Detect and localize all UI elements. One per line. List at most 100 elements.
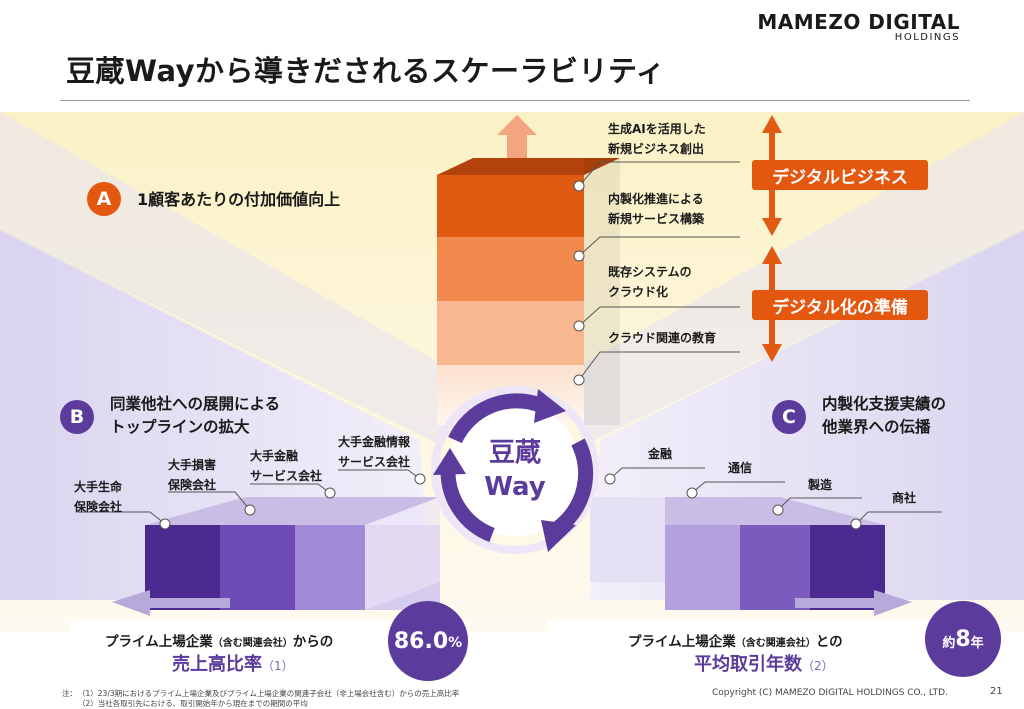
- b-item-2-line1: 大手損害: [168, 458, 217, 472]
- column-top: [437, 158, 620, 175]
- connector-dot-c2: [686, 487, 698, 499]
- a-item-3-line2: クラウド化: [608, 285, 669, 299]
- connector-dot-a4: [573, 374, 585, 386]
- b-item-1-line1: 大手生命: [74, 480, 123, 494]
- a-item-1: 生成AIを活用した 新規ビジネス創出: [608, 119, 706, 159]
- c-item-3: 製造: [808, 478, 833, 492]
- c-item-2: 通信: [728, 461, 753, 475]
- footnote-2: （2）当社各取引先における、取引開始年から現在までの期間の平均: [78, 699, 308, 708]
- column-layer-1: [437, 175, 584, 237]
- connector-dot-c3: [772, 504, 784, 516]
- company-logo: MAMEZO DIGITAL HOLDINGS: [757, 10, 960, 43]
- cycle-arc-2: [553, 438, 594, 535]
- section-c-label-line2: 他業界への伝播: [822, 418, 931, 436]
- cycle-arrowhead-1: [534, 389, 566, 423]
- left-bar-seg-2: [220, 525, 295, 610]
- section-b-label-line2: トップラインの拡大: [110, 418, 250, 436]
- a-item-2-line1: 内製化推進による: [608, 192, 704, 206]
- connector-dot-a1: [573, 180, 585, 192]
- b-item-2: 大手損害 保険会社: [168, 455, 216, 495]
- way-circle-ring: [431, 386, 599, 554]
- kpi-right-unit: 年: [970, 635, 984, 651]
- way-label: 豆蔵 Way: [470, 436, 560, 504]
- cycle-arrows: [440, 393, 594, 543]
- a-item-2: 内製化推進による 新規サービス構築: [608, 189, 704, 229]
- kpi-left-note: （1）: [262, 659, 294, 673]
- kpi-left-emph-text: 売上高比率: [172, 654, 262, 675]
- kpi-left-unit: %: [448, 635, 463, 651]
- column-layer-2: [437, 237, 584, 301]
- c-item-4: 商社: [892, 491, 917, 505]
- footnote-1: （1）23/3期におけるプライム上場企業及びプライム上場企業の関連子会社（非上場…: [78, 689, 460, 698]
- b-item-4: 大手金融情報 サービス会社: [338, 432, 410, 472]
- right-bar-seg-4: [810, 525, 885, 610]
- background-lavender-right-top: [555, 112, 1024, 445]
- kpi-right-text-a: プライム上場企業: [628, 634, 736, 650]
- way-circle-bg: [449, 404, 581, 536]
- connector-dot-b2: [244, 504, 256, 516]
- right-arrow-shape: [795, 590, 912, 616]
- kpi-right-emph: 平均取引年数（2）: [694, 650, 834, 676]
- connector-dot-b3: [324, 487, 336, 499]
- b-item-3-line1: 大手金融: [250, 449, 299, 463]
- connector-line-b2: [168, 491, 251, 511]
- connector-dot-a3: [573, 320, 585, 332]
- connector-dot-b1: [159, 518, 171, 530]
- tag-digital-business: デジタルビジネス: [752, 160, 928, 190]
- section-c-label: 内製化支援実績の 他業界への伝播: [822, 393, 946, 439]
- left-bar-seg-1: [145, 525, 220, 610]
- connector-line-b1: [78, 511, 166, 525]
- section-b-label: 同業他社への展開による トップラインの拡大: [110, 393, 280, 439]
- section-c-label-line1: 内製化支援実績の: [822, 395, 947, 413]
- a-item-3: 既存システムの クラウド化: [608, 262, 692, 302]
- kpi-right-prefix: 約: [942, 635, 956, 651]
- page-title: 豆蔵Wayから導きだされるスケーラビリティ: [66, 54, 666, 88]
- connector-line-a3: [578, 306, 740, 327]
- kpi-right-text-b: との: [815, 634, 843, 650]
- kpi-left-circle: 86.0%: [388, 601, 468, 681]
- connector-dot-c4: [850, 518, 862, 530]
- connector-dot-a2: [573, 250, 585, 262]
- kpi-left-text-paren: （含む関連会社）: [212, 638, 293, 649]
- kpi-right-emph-text: 平均取引年数: [694, 654, 802, 675]
- a-item-4: クラウド関連の教育: [608, 331, 717, 345]
- column-layer-3: [437, 301, 584, 365]
- b-item-3-line2: サービス会社: [250, 469, 323, 483]
- kpi-left-text: プライム上場企業（含む関連会社）からの: [105, 630, 333, 650]
- kpi-left-text-a: プライム上場企業: [105, 634, 213, 650]
- cycle-arrowhead-2: [541, 520, 576, 552]
- right-bar-seg-1: [590, 497, 665, 582]
- kpi-right-panel: [548, 620, 940, 680]
- tag-digital-prep: デジタル化の準備: [752, 290, 928, 320]
- section-b-label-line1: 同業他社への展開による: [110, 395, 281, 413]
- logo-sub-text: HOLDINGS: [894, 32, 960, 43]
- b-item-4-line1: 大手金融情報: [338, 435, 411, 449]
- footnote-label: 注：: [62, 689, 77, 698]
- a-item-3-line1: 既存システムの: [608, 265, 692, 279]
- page-number: 21: [990, 686, 1003, 697]
- badge-a: A: [87, 182, 121, 216]
- b-item-2-line2: 保険会社: [168, 478, 217, 492]
- a-item-2-line2: 新規サービス構築: [608, 212, 705, 226]
- connector-line-c4: [855, 511, 942, 525]
- way-label-line1: 豆蔵: [488, 438, 541, 468]
- title-divider: [60, 100, 970, 101]
- kpi-right-text-paren: （含む関連会社）: [735, 638, 816, 649]
- b-item-3: 大手金融 サービス会社: [250, 446, 322, 486]
- a-item-1-line1: 生成AIを活用した: [608, 122, 706, 136]
- connector-dot-c1: [604, 473, 616, 485]
- connector-dot-b4: [414, 473, 426, 485]
- kpi-left-text-b: からの: [292, 634, 334, 650]
- cycle-arrowhead-3: [433, 448, 466, 475]
- left-bar-seg-3: [295, 525, 365, 610]
- kpi-left-value: 86.0: [393, 628, 449, 654]
- left-arrow-shape: [112, 590, 230, 616]
- column-right-side: [584, 158, 620, 425]
- kpi-left-emph: 売上高比率（1）: [172, 650, 294, 676]
- right-bar-seg-3: [740, 525, 810, 610]
- kpi-right-value: 8: [955, 626, 971, 652]
- left-bar-end: [365, 497, 440, 610]
- logo-main-text: MAMEZO DIGITAL: [757, 10, 960, 34]
